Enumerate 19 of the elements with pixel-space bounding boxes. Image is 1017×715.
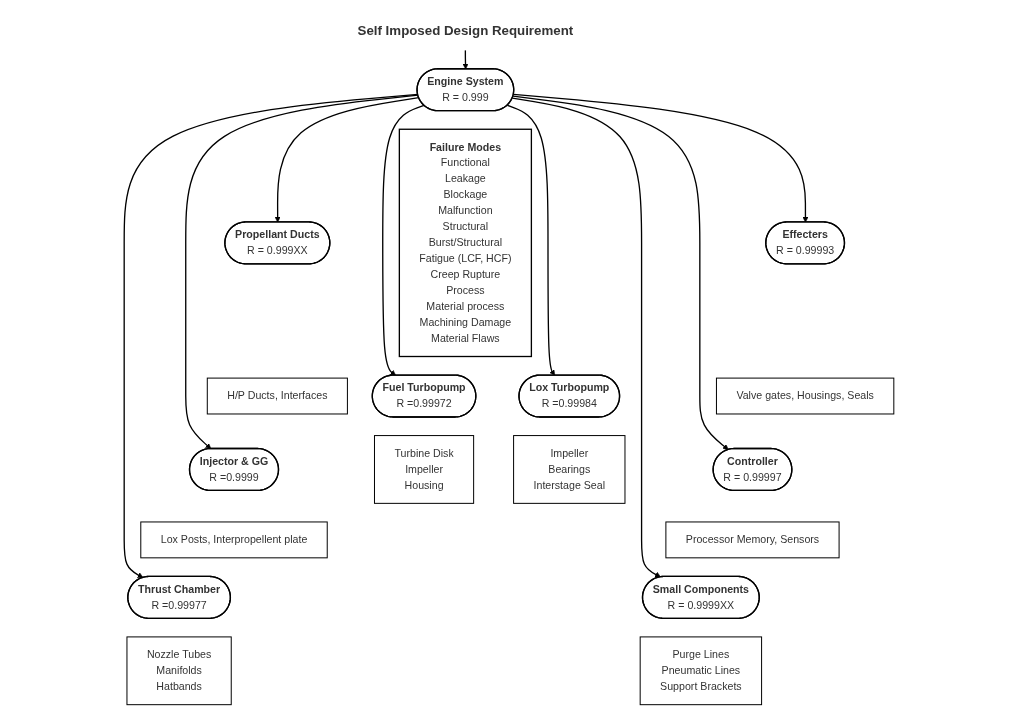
arrow (512, 93, 808, 223)
arrow (381, 104, 425, 376)
arrow (274, 96, 419, 223)
arrow (462, 49, 468, 70)
arrow (511, 95, 729, 451)
arrow (184, 94, 419, 450)
node-box: Purge Lines Pneumatic Lines Support Brackets (639, 636, 762, 706)
node-box: Impeller Bearings Interstage Seal (512, 435, 625, 504)
node-text: Self Imposed Design Requirement (357, 22, 573, 38)
arrow (123, 93, 418, 578)
arrow (511, 97, 661, 578)
node-box: Failure Modes Functional Leakage Blockage Malfunction Structural Burst/Structural Fatigue (LCF, HCF) Creep Rupture Process Material process Machining Damage Material Flaws (398, 128, 532, 358)
node-box: Lox Posts, Interpropellent plate (139, 521, 328, 559)
node-box: Processor Memory, Sensors (664, 521, 840, 559)
node-box: Nozzle Tubes Manifolds Hatbands (125, 636, 232, 706)
node-box: Turbine Disk Impeller Housing (373, 435, 474, 504)
arrow (506, 104, 555, 376)
node-box: Valve gates, Housings, Seals (715, 377, 894, 415)
node-box: H/P Ducts, Interfaces (206, 377, 348, 415)
